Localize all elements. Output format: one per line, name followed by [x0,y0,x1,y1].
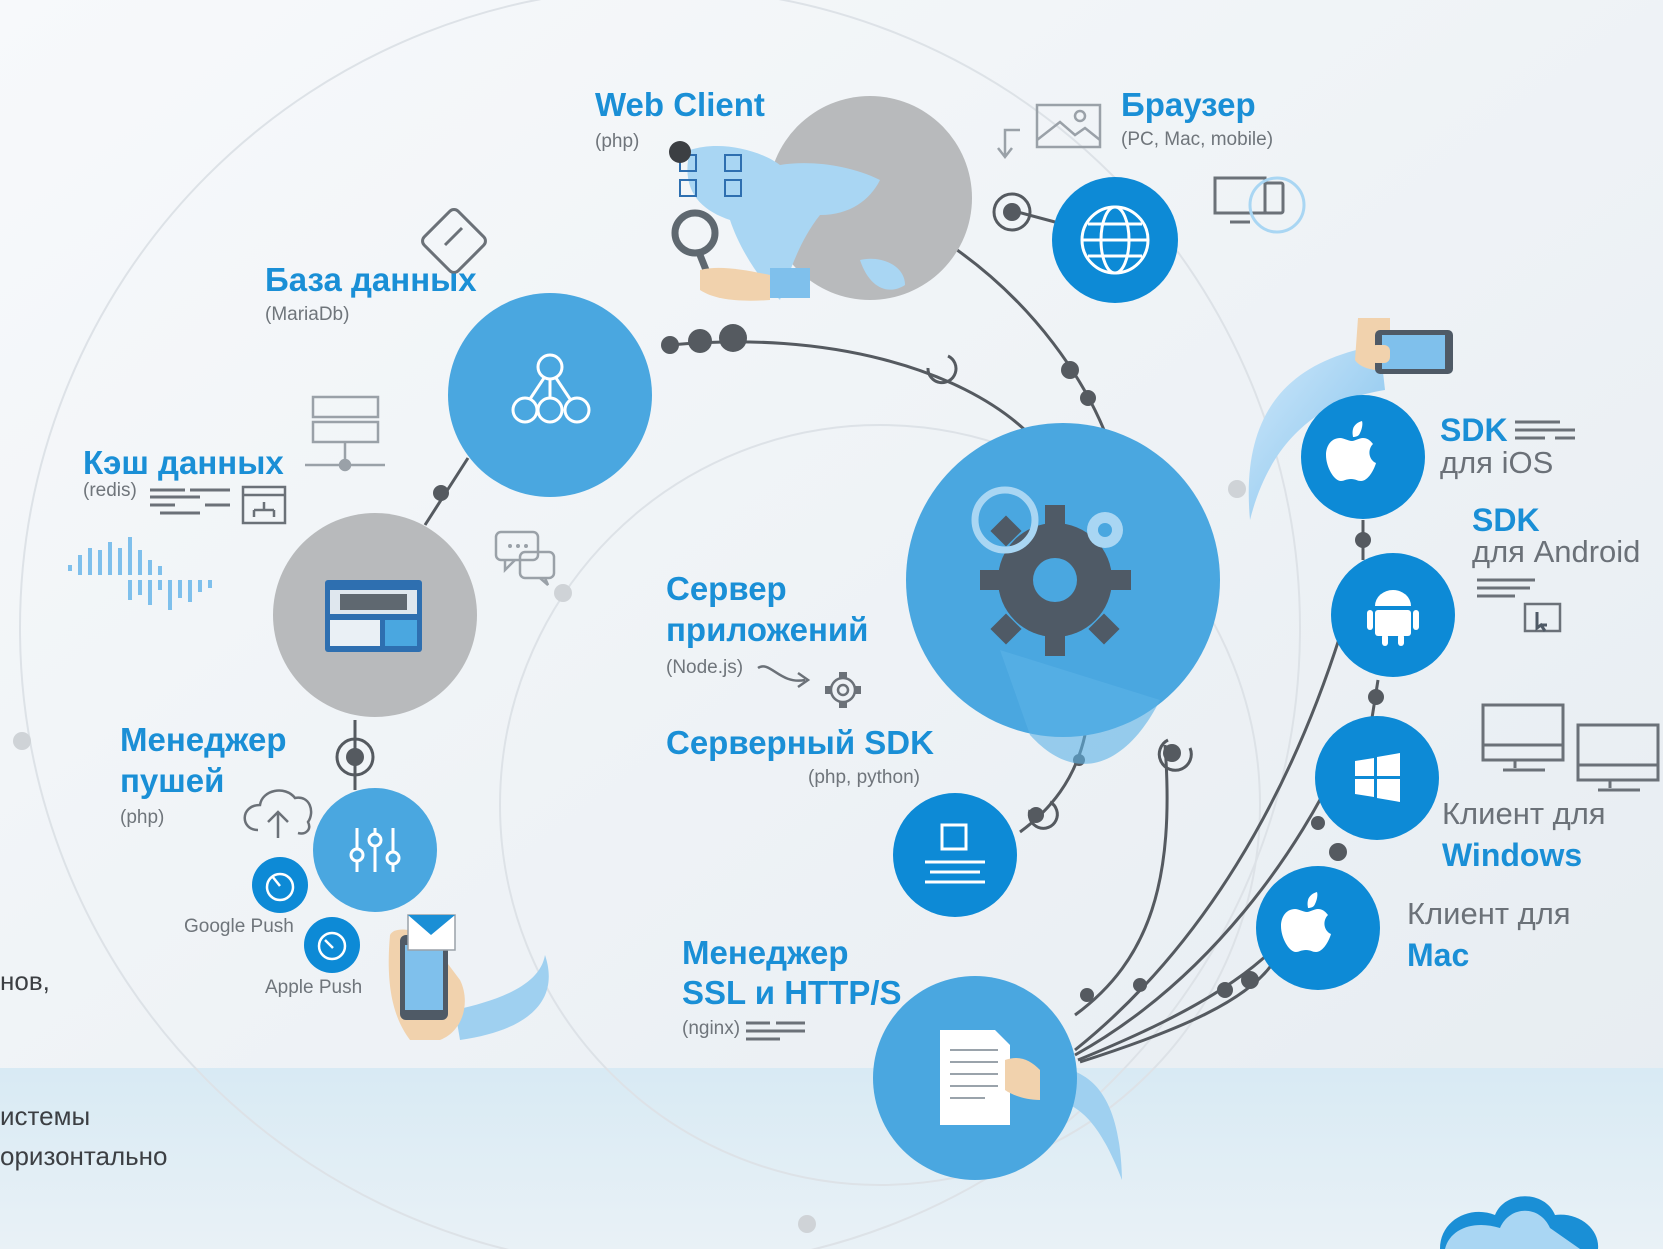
sdk-android-line2: для Android [1472,534,1641,569]
connector-server-to-ssl [1074,744,1169,1017]
certificate-icon [940,1030,1040,1125]
edge-text-1: нов, [0,966,50,996]
android-icon [1367,590,1419,646]
browser-window-icon [325,580,422,652]
ssl-title-2: SSL и HTTP/S [682,974,902,1011]
client-mac-line1: Клиент для [1407,896,1571,931]
network-tree-icon [511,353,591,424]
tablet-hand-icon [1355,318,1453,374]
push-sub: (php) [120,807,165,828]
cloud-icon [1440,1196,1599,1249]
document-screen-icon [925,823,985,884]
client-windows-title: Windows [1442,837,1583,873]
push-title-2: пушей [120,762,225,799]
ssl-sub: (nginx) [682,1018,741,1039]
ssl-title-1: Менеджер [682,934,849,971]
world-map-icon [687,145,905,300]
windows-circle [1315,716,1439,840]
sdk-ios-title: SDK [1440,412,1508,448]
inner-orbit [499,424,1261,1186]
sound-wave-icon [68,537,212,610]
app-server-title-2: приложений [666,611,869,648]
server-rack-icon [305,395,385,472]
web-client-sub: (php) [595,131,640,152]
apple-push-label: Apple Push [265,977,363,998]
web-client-circle [768,96,972,300]
database-sub: (MariaDb) [265,304,350,325]
push-title-1: Менеджер [120,721,287,758]
windows-icon [1355,753,1400,802]
edge-text-3: оризонтально [0,1141,168,1171]
cloud-upload-icon [243,789,313,838]
cache-sub: (redis) [83,480,137,501]
web-client-title: Web Client [595,86,765,123]
phone-hand-icon [388,914,465,1040]
outer-orbit [19,0,1301,1249]
sliders-icon [349,828,401,872]
bottom-band [0,1068,1663,1249]
apple-icon [1326,421,1376,481]
server-sdk-sub: (php, python) [808,767,920,788]
client-windows-line1: Клиент для [1442,796,1606,831]
browser-title: Браузер [1121,86,1256,123]
chat-bubbles-icon [494,530,556,586]
edge-text-2: истемы [0,1101,91,1131]
devices-icon [1213,176,1306,234]
tag-icon [421,208,487,274]
monitor-icon [1481,703,1660,792]
app-server-sub: (Node.js) [666,657,744,678]
globe-icon [1080,205,1150,275]
sdk-ios-line2: для iOS [1440,445,1554,480]
tablet-hand-sweep [1248,345,1385,520]
server-sdk-title: Серверный SDK [666,724,934,761]
gears-icon [971,486,1131,656]
push-hand-sweep [455,955,549,1040]
cache-title: Кэш данных [83,444,284,481]
database-title: База данных [265,261,477,298]
google-push-label: Google Push [184,916,294,937]
server-sdk-circle [893,793,1017,917]
image-frame-icon [997,103,1102,160]
gear-icon [825,672,861,708]
app-server-title-1: Сервер [666,570,787,607]
browser-sub: (PC, Mac, mobile) [1121,129,1274,150]
apple-push-circle [304,917,360,973]
client-mac-title: Mac [1407,937,1470,973]
sdk-android-title: SDK [1472,502,1540,538]
